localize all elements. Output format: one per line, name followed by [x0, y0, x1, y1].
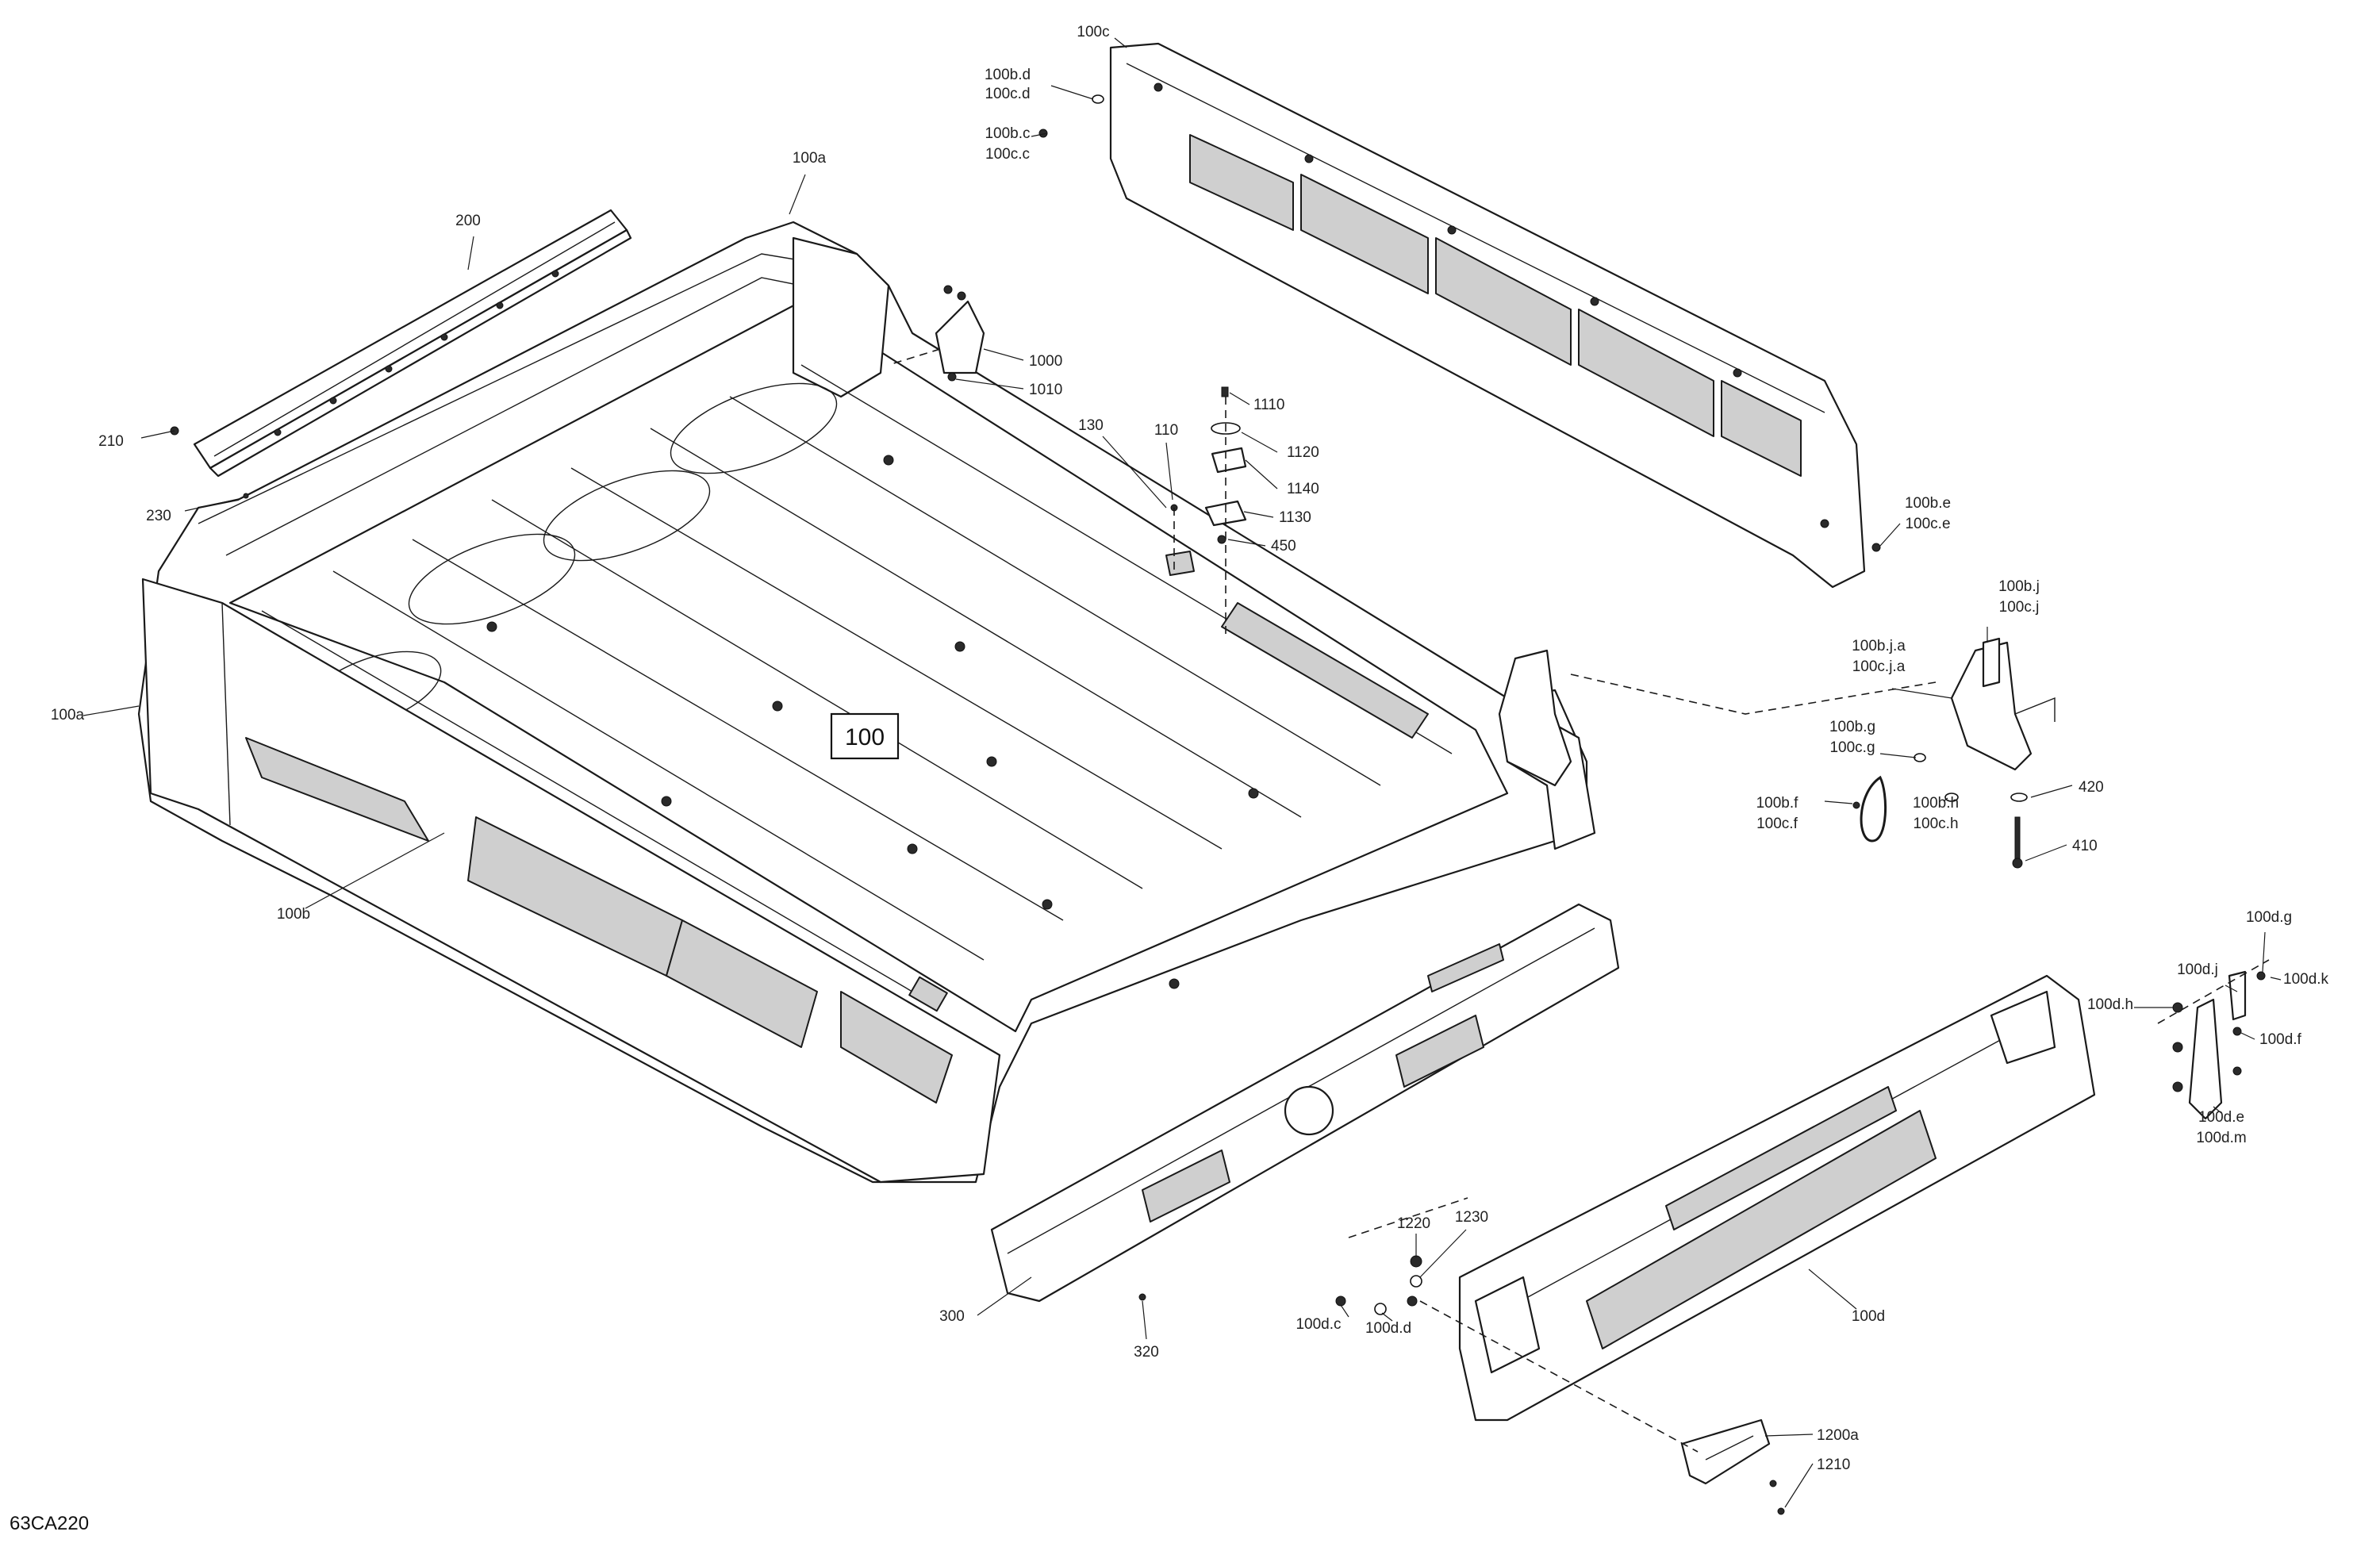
- label-100d-c: 100d.c: [1296, 1316, 1341, 1333]
- hardware-stack-1110: [1165, 386, 1247, 576]
- label-1230: 1230: [1455, 1209, 1488, 1226]
- label-200: 200: [455, 213, 481, 229]
- label-100d-f: 100d.f: [2259, 1031, 2302, 1048]
- label-1120: 1120: [1287, 444, 1319, 461]
- drawing-code: 63CA220: [10, 1513, 89, 1534]
- label-320: 320: [1134, 1344, 1159, 1361]
- label-100c-c: 100c.c: [985, 146, 1030, 163]
- label-100b-d: 100b.d: [985, 67, 1031, 83]
- hitch-bracket-drawing: [1498, 637, 2056, 787]
- tailgate-fasteners: [1138, 1255, 1785, 1515]
- label-100c-j: 100c.j: [1999, 599, 2040, 616]
- label-100d-d: 100d.d: [1365, 1320, 1411, 1337]
- label-100d-e: 100d.e: [2198, 1109, 2244, 1126]
- label-210: 210: [98, 433, 124, 450]
- label-100d-k: 100d.k: [2283, 971, 2329, 988]
- label-100b-e: 100b.e: [1905, 495, 1951, 512]
- lanyard-drawing: [1852, 753, 2028, 869]
- label-100b-h: 100b.h: [1913, 795, 1959, 812]
- label-100b-f: 100b.f: [1756, 795, 1799, 812]
- label-100c-h: 100c.h: [1913, 816, 1958, 832]
- assembly-callout-label: 100: [845, 724, 885, 750]
- part-labels: 100a 100a 100b 200 210 230 300 320 1000 …: [51, 24, 2329, 1473]
- label-100b: 100b: [277, 906, 310, 923]
- label-100b-j-a: 100b.j.a: [1852, 638, 1906, 654]
- label-100d-h: 100d.h: [2087, 996, 2133, 1013]
- label-1220: 1220: [1397, 1215, 1430, 1232]
- panel-fasteners: [170, 94, 1881, 552]
- label-100c-f: 100c.f: [1756, 816, 1798, 832]
- side-rail-drawing: [193, 209, 632, 478]
- label-450: 450: [1271, 538, 1296, 555]
- label-100a-top: 100a: [793, 150, 827, 167]
- label-100c-d: 100c.d: [985, 86, 1030, 102]
- label-100d: 100d: [1852, 1308, 1885, 1325]
- leader-lines: [83, 37, 2282, 1508]
- label-100c-j-a: 100c.j.a: [1852, 658, 1906, 675]
- label-100d-m: 100d.m: [2196, 1130, 2246, 1146]
- hinge-bracket-1200a-drawing: [1680, 1418, 1771, 1485]
- label-1200a: 1200a: [1817, 1427, 1859, 1444]
- label-100d-g: 100d.g: [2246, 909, 2292, 926]
- label-100c-g: 100c.g: [1829, 739, 1875, 756]
- label-100d-j: 100d.j: [2177, 961, 2218, 978]
- tailgate-drawing: [1458, 974, 2096, 1422]
- label-1110: 1110: [1253, 397, 1284, 413]
- label-300: 300: [939, 1308, 965, 1325]
- label-1130: 1130: [1279, 509, 1311, 526]
- rear-bumper-drawing: [990, 903, 1620, 1303]
- label-230: 230: [146, 508, 171, 524]
- label-1140: 1140: [1287, 481, 1319, 497]
- label-130: 130: [1078, 417, 1104, 434]
- upper-panel-drawing: [1109, 42, 1866, 589]
- label-100b-c: 100b.c: [985, 125, 1030, 142]
- label-100c-e: 100c.e: [1905, 516, 1950, 532]
- label-100b-g: 100b.g: [1829, 719, 1875, 735]
- label-420: 420: [2079, 779, 2104, 796]
- label-100a-left: 100a: [51, 707, 85, 724]
- assembly-dash-lines: [888, 348, 2270, 1453]
- label-1000: 1000: [1029, 353, 1062, 370]
- label-100b-j: 100b.j: [1998, 578, 2040, 595]
- label-110: 110: [1154, 422, 1178, 439]
- label-100c: 100c: [1077, 24, 1109, 40]
- hinge-strap-100d-drawing: [2172, 970, 2266, 1120]
- bracket-1000-drawing: [935, 285, 985, 382]
- assembly-callout: 100: [830, 712, 900, 760]
- label-410: 410: [2072, 838, 2098, 854]
- label-1210: 1210: [1817, 1457, 1850, 1473]
- cargo-box-drawing: [137, 221, 1596, 1184]
- label-1010: 1010: [1029, 382, 1062, 398]
